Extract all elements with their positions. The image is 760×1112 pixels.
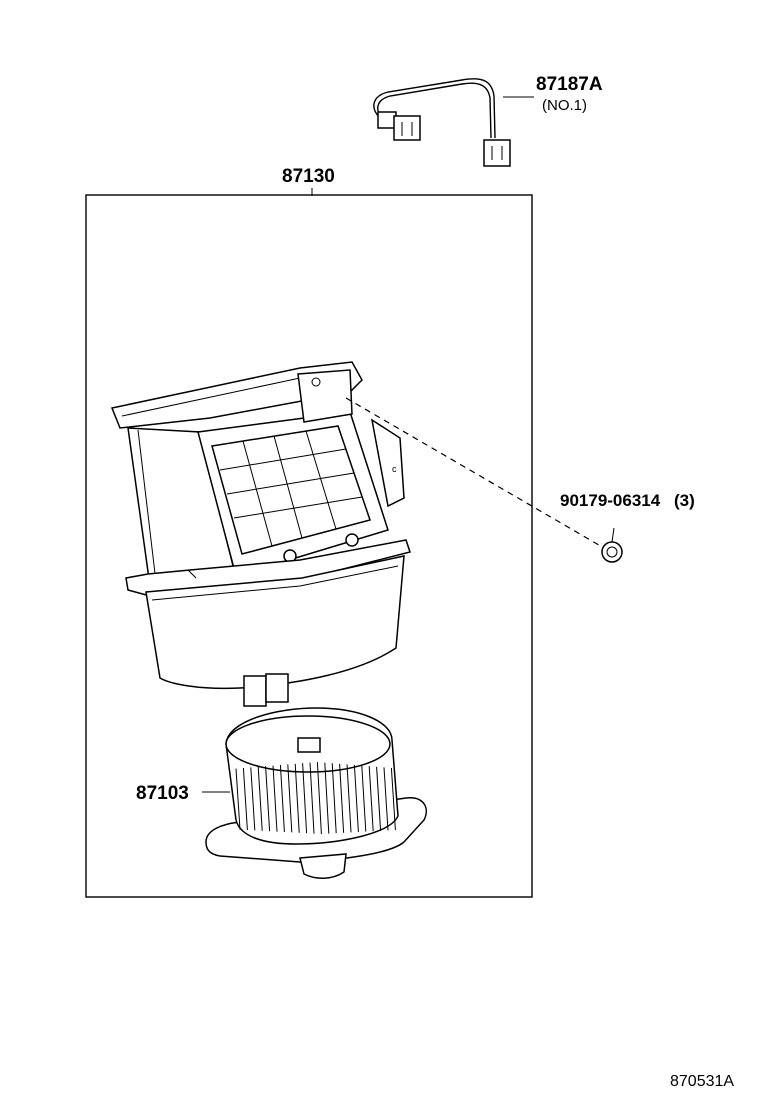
fan-blade [316, 761, 322, 835]
fan-blade [376, 766, 382, 831]
fan-blade [309, 762, 315, 834]
fan-blade [390, 767, 396, 831]
harness-note-label: (NO.1) [542, 97, 587, 114]
fan-blade [346, 764, 352, 833]
fan-blade [294, 763, 300, 833]
fan-blade [361, 765, 367, 832]
svg-text:c: c [392, 464, 397, 474]
fan-blade [353, 764, 359, 833]
figure-code: 870531A [670, 1073, 734, 1090]
screw-qty-label: (3) [674, 491, 695, 510]
blower-case: c [110, 361, 411, 707]
fan-blade [324, 762, 330, 834]
fan-blade [368, 766, 374, 832]
screw-part [601, 527, 623, 563]
fan-blade [287, 764, 293, 833]
fan-blade [265, 766, 271, 832]
assembly-part-label: 87130 [282, 166, 335, 187]
screw-leader-line [345, 397, 605, 549]
fan-blade [242, 767, 248, 831]
fan-blade [250, 767, 256, 831]
fan-part-label: 87103 [136, 783, 189, 804]
fan-blade [302, 763, 308, 834]
wire-harness [373, 78, 511, 167]
fan-blade [272, 765, 278, 832]
fan-blade [383, 767, 389, 831]
fan-blade [235, 768, 241, 830]
fan-blade [257, 766, 263, 831]
fan-blade [331, 763, 337, 834]
screw-part-label: 90179-06314 [560, 491, 661, 510]
fan-blade [339, 763, 345, 833]
harness-part-label: 87187A [536, 74, 603, 95]
fan-motor [205, 707, 427, 879]
fan-blade [279, 764, 285, 833]
assembly-frame [85, 194, 533, 898]
